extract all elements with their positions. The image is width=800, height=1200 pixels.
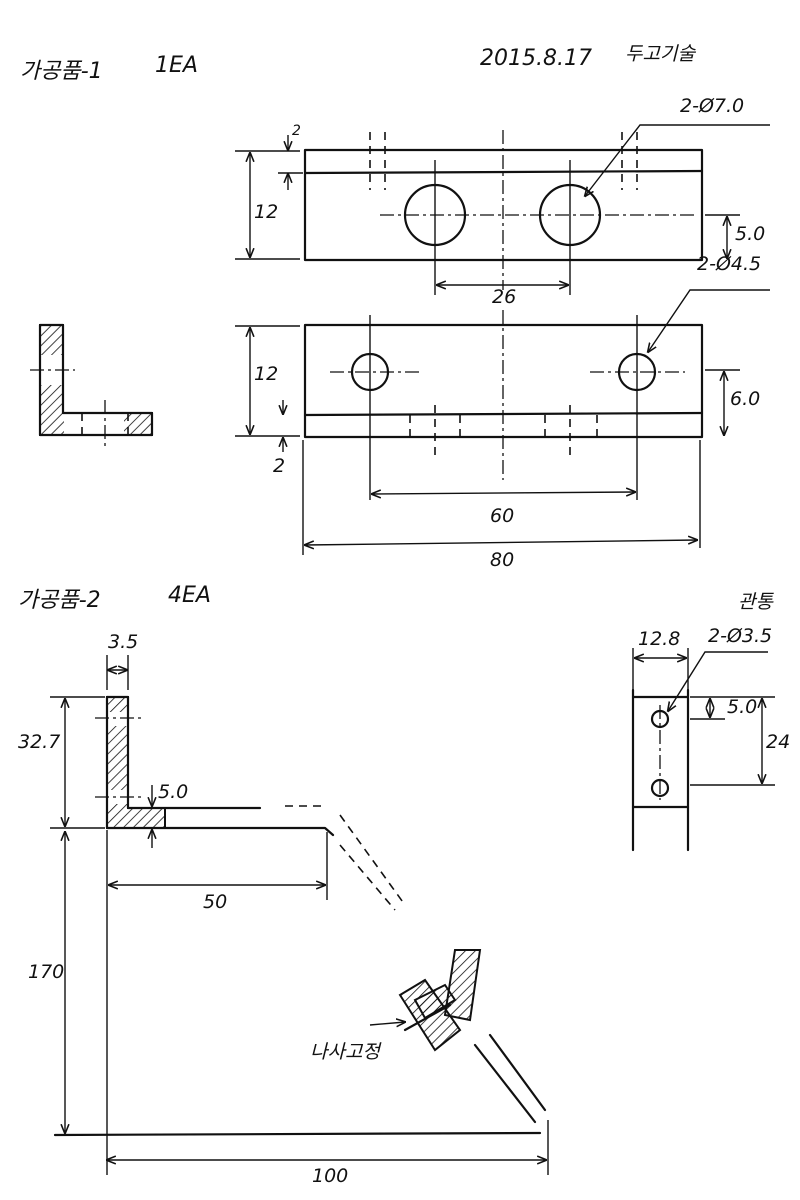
dim-height: 12 xyxy=(254,363,278,385)
screw-note: 나사고정 xyxy=(310,1041,382,1063)
part2-qty: 4EA xyxy=(168,583,211,608)
dim-length: 80 xyxy=(490,549,514,571)
dim-hole-offset: 5.0 xyxy=(727,696,757,718)
dim-hole-pitch: 24 xyxy=(766,731,790,753)
hole-callout: 2-Ø4.5 xyxy=(697,253,761,275)
hole-callout: 2-Ø7.0 xyxy=(680,95,744,117)
dim-height: 12 xyxy=(254,201,278,223)
dim-vertical: 170 xyxy=(28,961,64,983)
part2-title: 가공품-2 xyxy=(18,588,101,613)
dim-lip: 2 xyxy=(292,123,301,139)
hole-callout: 2-Ø3.5 xyxy=(708,625,772,647)
dim-flange: 5.0 xyxy=(158,781,188,803)
part1-side-section xyxy=(30,323,154,450)
drawing-date: 2015.8.17 xyxy=(480,46,592,71)
screw-assembly-sketch: 나사고정 xyxy=(310,949,482,1063)
part1-front-view: 12 2 6.0 60 80 2-Ø4.5 xyxy=(235,253,770,571)
part1-top-view: 12 2 5.0 26 2-Ø7.0 xyxy=(235,95,770,308)
dim-lip: 2 xyxy=(273,455,285,477)
dim-hole-offset: 5.0 xyxy=(735,223,765,245)
dim-thickness: 3.5 xyxy=(108,631,138,653)
dim-height: 32.7 xyxy=(18,731,60,753)
through-note: 관통 xyxy=(738,591,774,613)
dim-hole-offset: 6.0 xyxy=(730,388,760,410)
dim-horizontal: 100 xyxy=(312,1165,348,1187)
company-name: 두고기술 xyxy=(625,43,696,65)
part2-detail-view: 관통 12.8 2-Ø3.5 5.0 24 xyxy=(631,591,790,852)
dim-hole-pitch: 60 xyxy=(490,505,514,527)
part1-qty: 1EA xyxy=(155,53,198,78)
dim-leg: 50 xyxy=(203,891,227,913)
part2-side-view: 3.5 32.7 5.0 50 170 100 xyxy=(18,631,549,1187)
dim-hole-pitch: 26 xyxy=(492,286,516,308)
part1-title: 가공품-1 xyxy=(20,59,103,84)
dim-width: 12.8 xyxy=(638,628,680,650)
